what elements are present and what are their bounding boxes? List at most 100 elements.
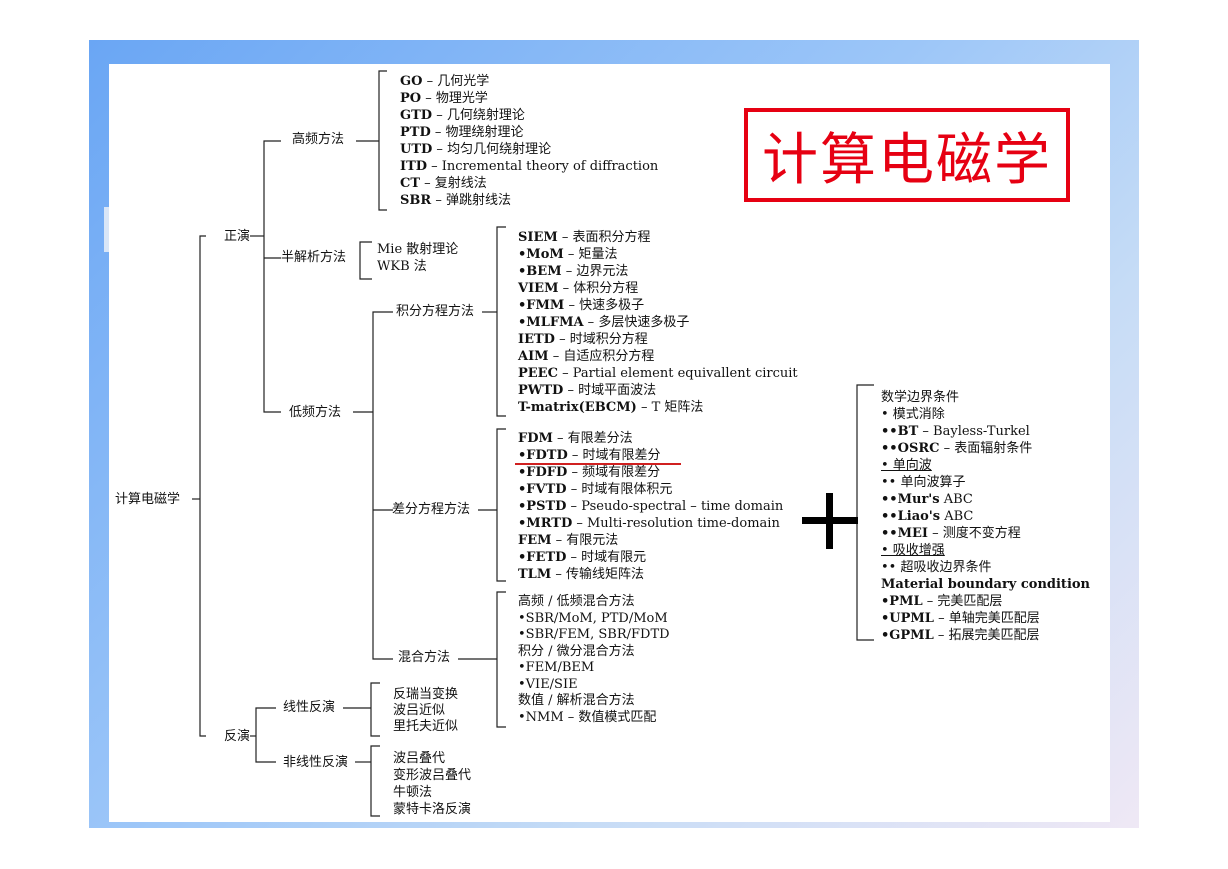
list-item: 牛顿法 (393, 785, 433, 800)
list-item: FDM – 有限差分法 (518, 431, 633, 446)
method-abbr: VIEM (518, 281, 559, 296)
list-item: ••BT – Bayless-Turkel (881, 424, 1030, 439)
list-item: UTD – 均匀几何绕射理论 (400, 142, 552, 157)
method-abbr: •UPML (881, 611, 934, 626)
method-desc: 均匀几何绕射理论 (447, 142, 552, 157)
method-abbr: TLM (518, 567, 552, 582)
differential-label: 差分方程方法 (392, 502, 471, 517)
method-desc: 时域有限差分 (582, 448, 661, 463)
nonlinear-label: 非线性反演 (283, 755, 349, 770)
method-abbr: PWTD (518, 383, 564, 398)
list-item: •VIE/SIE (518, 676, 578, 692)
method-abbr: ••Liao's (881, 509, 941, 524)
list-item: 数学边界条件 (881, 390, 960, 405)
method-abbr: PO (400, 91, 422, 106)
method-desc: 单轴完美匹配层 (948, 611, 1040, 626)
differential-methods-list: FDM – 有限差分法•FDTD – 时域有限差分•FDFD – 频域有限差分•… (518, 430, 783, 583)
method-abbr: T-matrix(EBCM) (518, 400, 637, 415)
method-desc: Bayless-Turkel (933, 424, 1030, 439)
semi-analytic-label: 半解析方法 (281, 250, 347, 265)
list-item: 反瑞当变换 (393, 687, 459, 702)
list-item: WKB 法 (377, 259, 427, 274)
list-item: •FEM/BEM (518, 660, 595, 675)
slide-tab-marker (104, 207, 110, 252)
list-item: PEEC – Partial element equivallent circu… (518, 366, 798, 381)
list-item: •FDFD – 频域有限差分 (518, 465, 661, 480)
list-item: •PSTD – Pseudo-spectral – time domain (518, 499, 784, 514)
method-abbr: ITD (400, 159, 428, 174)
list-item: 里托夫近似 (393, 719, 459, 734)
method-abbr: CT (400, 176, 421, 191)
high-freq-label: 高频方法 (292, 132, 345, 147)
list-item: ••MEI – 测度不变方程 (881, 526, 1021, 541)
list-item: • 模式消除 (881, 407, 945, 422)
method-desc: 时域积分方程 (569, 332, 648, 347)
method-desc: 有限差分法 (567, 431, 633, 446)
list-item: •UPML – 单轴完美匹配层 (881, 611, 1040, 626)
list-item: •SBR/FEM, SBR/FDTD (518, 627, 670, 642)
nonlinear-inverse-list: 波吕叠代变形波吕叠代牛顿法蒙特卡洛反演 (393, 750, 471, 818)
method-desc: 拓展完美匹配层 (948, 628, 1040, 643)
method-abbr: AIM (518, 349, 549, 364)
hybrid-methods-list: 高频 / 低频混合方法•SBR/MoM, PTD/MoM•SBR/FEM, SB… (518, 594, 670, 726)
list-item: •• 单向波算子 (881, 475, 966, 490)
page-title: 计算电磁学 (762, 127, 1052, 193)
list-item: GTD – 几何绕射理论 (400, 108, 525, 123)
method-abbr: IETD (518, 332, 555, 347)
method-desc: 表面积分方程 (572, 230, 651, 245)
method-desc: 测度不变方程 (942, 526, 1021, 541)
list-item: 积分 / 微分混合方法 (518, 643, 635, 659)
method-abbr: UTD (400, 142, 433, 157)
method-desc: Incremental theory of diffraction (441, 159, 659, 174)
method-desc: 时域有限元 (581, 550, 647, 565)
method-desc: ABC (944, 509, 974, 524)
list-item: •FDTD – 时域有限差分 (518, 448, 661, 463)
method-desc: 物理光学 (435, 91, 488, 106)
method-abbr: ••MEI (881, 526, 928, 541)
method-abbr: FEM (518, 533, 552, 548)
method-abbr: •FMM (518, 298, 565, 313)
linear-inverse-list: 反瑞当变换波吕近似里托夫近似 (393, 687, 458, 735)
boundary-conditions-list: 数学边界条件 • 模式消除 ••BT – Bayless-Turkel ••OSRC … (881, 389, 1090, 644)
list-item: •NMM – 数值模式匹配 (518, 709, 657, 725)
method-desc: 表面辐射条件 (954, 441, 1033, 456)
method-desc: 多层快速多极子 (598, 315, 690, 330)
list-item: TLM – 传输线矩阵法 (518, 567, 644, 582)
list-item: 变形波吕叠代 (393, 768, 472, 783)
method-abbr: SIEM (518, 230, 558, 245)
method-desc: 几何光学 (437, 74, 490, 89)
list-item: ••Mur's ABC (881, 491, 1090, 508)
list-item: ••OSRC – 表面辐射条件 (881, 441, 1033, 456)
linear-label: 线性反演 (283, 700, 336, 715)
method-abbr: •FDFD (518, 465, 568, 480)
method-abbr: ••BT (881, 424, 919, 439)
method-abbr: •PML (881, 594, 923, 609)
list-item: •GPML – 拓展完美匹配层 (881, 628, 1040, 643)
list-item: Material boundary condition (881, 577, 1091, 592)
list-item: •MLFMA – 多层快速多极子 (518, 315, 690, 330)
list-item: •MoM – 矩量法 (518, 247, 618, 262)
title-box: 计算电磁学 (744, 108, 1070, 202)
method-desc: 时域平面波法 (578, 383, 657, 398)
list-item: 波吕叠代 (393, 751, 446, 766)
list-item: 蒙特卡洛反演 (393, 802, 472, 817)
method-abbr: GO (400, 74, 423, 89)
list-item: GO – 几何光学 (400, 74, 490, 89)
method-abbr: SBR (400, 193, 432, 208)
list-item: AIM – 自适应积分方程 (518, 349, 655, 364)
method-desc: 有限元法 (566, 533, 619, 548)
method-desc: 快速多极子 (579, 298, 645, 313)
method-desc: 时域有限体积元 (581, 482, 673, 497)
method-desc: 自适应积分方程 (563, 349, 655, 364)
list-item: CT – 复射线法 (400, 176, 487, 191)
list-item: •PML – 完美匹配层 (881, 594, 1003, 609)
list-item: •FETD – 时域有限元 (518, 550, 647, 565)
method-desc: 完美匹配层 (937, 594, 1003, 609)
method-abbr: PEEC (518, 366, 558, 381)
method-abbr: GTD (400, 108, 433, 123)
method-desc: 物理绕射理论 (445, 125, 524, 140)
plus-icon (802, 493, 858, 549)
